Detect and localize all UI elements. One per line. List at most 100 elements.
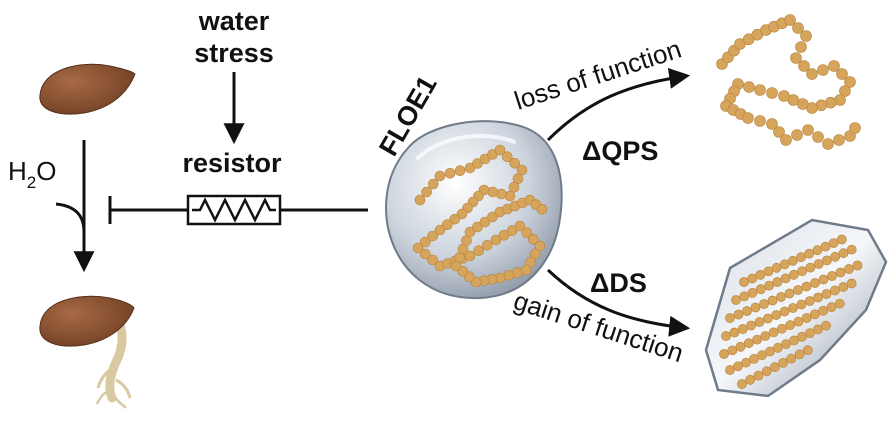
bead (735, 341, 746, 352)
bead (725, 365, 735, 375)
germinated-seed-icon (39, 295, 135, 409)
bead (793, 316, 804, 327)
bead (826, 302, 837, 313)
bead (802, 124, 814, 136)
bead (810, 278, 820, 288)
bead (822, 138, 834, 150)
bead (481, 240, 493, 251)
bead (827, 271, 837, 281)
bead (750, 302, 761, 313)
gain-arrow (546, 268, 691, 337)
bead (771, 262, 782, 273)
bead (512, 173, 524, 184)
bead (821, 289, 832, 299)
bead (472, 221, 483, 233)
bead (747, 273, 758, 284)
bead (501, 151, 513, 162)
bead (810, 309, 820, 320)
bead (828, 60, 840, 72)
loss-arrow (546, 67, 691, 142)
bead (830, 285, 840, 296)
bead (800, 30, 812, 42)
bead (733, 309, 744, 320)
bead (529, 248, 541, 260)
bead (780, 273, 791, 284)
seed-icon (39, 63, 136, 115)
bead (779, 259, 790, 270)
bead (836, 68, 848, 80)
bead (773, 126, 785, 138)
bead (790, 52, 802, 64)
bead (788, 255, 798, 266)
bead (805, 262, 816, 273)
dispersed-chain-icon (716, 14, 861, 150)
h2o-label: H2O (8, 156, 56, 192)
bead (456, 208, 468, 220)
bead (444, 168, 456, 179)
bead (755, 284, 766, 295)
bead (464, 226, 476, 238)
bead (784, 288, 795, 299)
bead (760, 331, 771, 341)
bead (508, 182, 520, 193)
bead (412, 242, 424, 254)
bead (731, 295, 741, 305)
bead (778, 357, 788, 368)
bead (414, 194, 426, 206)
bead (770, 362, 780, 372)
bead (759, 299, 769, 309)
bead (741, 357, 751, 368)
bead (763, 266, 774, 277)
bead (743, 81, 755, 93)
bead (434, 170, 446, 182)
water-stress-label-line1: water (198, 6, 270, 36)
bead (804, 248, 815, 259)
bead (449, 214, 461, 225)
bead (495, 188, 507, 200)
bead (838, 282, 849, 292)
bead (828, 238, 839, 248)
bead (454, 165, 466, 176)
bead (792, 22, 804, 34)
bead (516, 164, 528, 176)
bead (525, 256, 537, 268)
bead (754, 317, 765, 327)
bead (487, 211, 498, 223)
bead (766, 118, 778, 130)
bead (727, 345, 738, 356)
bead (742, 112, 754, 124)
bead (752, 334, 762, 345)
bead (504, 190, 516, 202)
bead (766, 87, 778, 99)
bead (498, 230, 510, 241)
bead (846, 278, 857, 289)
bead (836, 234, 847, 245)
bead (789, 269, 799, 280)
bead (776, 292, 786, 302)
bead (427, 230, 439, 242)
bead (441, 219, 453, 230)
bead (747, 287, 758, 298)
bead (739, 277, 749, 287)
h2o-uptake-curve (55, 202, 86, 233)
bead (784, 14, 796, 26)
bead (427, 178, 439, 190)
bead (838, 248, 849, 259)
bead (780, 134, 792, 146)
bead (852, 260, 863, 271)
bead (509, 158, 521, 169)
bead (427, 254, 439, 266)
bead (479, 216, 491, 228)
bead (749, 353, 759, 364)
bead (725, 313, 735, 323)
solid-aggregate-icon (704, 218, 888, 398)
bead (813, 324, 823, 335)
bead (733, 361, 743, 372)
bead (737, 324, 748, 334)
bead (801, 281, 812, 292)
bead (781, 339, 791, 350)
bead (813, 259, 824, 269)
dds-label: ΔDS (590, 268, 647, 298)
bead (753, 370, 764, 381)
bead (421, 186, 433, 198)
